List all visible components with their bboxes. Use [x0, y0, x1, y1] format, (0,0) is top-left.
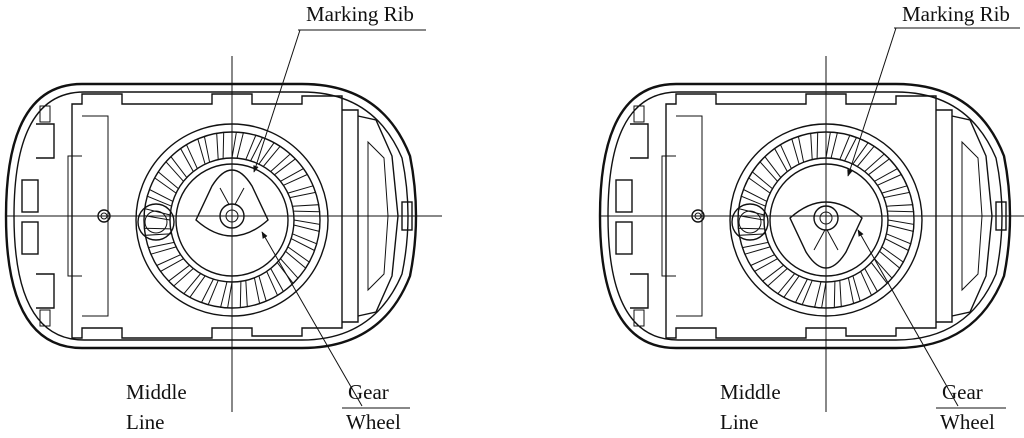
left-panel: [4, 56, 442, 412]
gear-wheel-label: Wheel: [940, 410, 995, 434]
gear-wheel-label: Gear: [942, 380, 983, 404]
gear-wheel-label: Gear: [348, 380, 389, 404]
marking-rib-leader: [847, 27, 897, 177]
marking-rib-label: Marking Rib: [306, 2, 414, 26]
gear-wheel-label: Wheel: [346, 410, 401, 434]
gear-wheel-leader: [261, 231, 363, 407]
right-panel: [598, 56, 1024, 412]
gear-wheel-leader: [857, 229, 959, 407]
middle-line-label: Middle: [720, 380, 781, 404]
middle-line-label: Line: [126, 410, 164, 434]
middle-line-label: Line: [720, 410, 758, 434]
marking-rib-label: Marking Rib: [902, 2, 1010, 26]
marking-rib-leader: [253, 29, 301, 173]
middle-line-label: Middle: [126, 380, 187, 404]
